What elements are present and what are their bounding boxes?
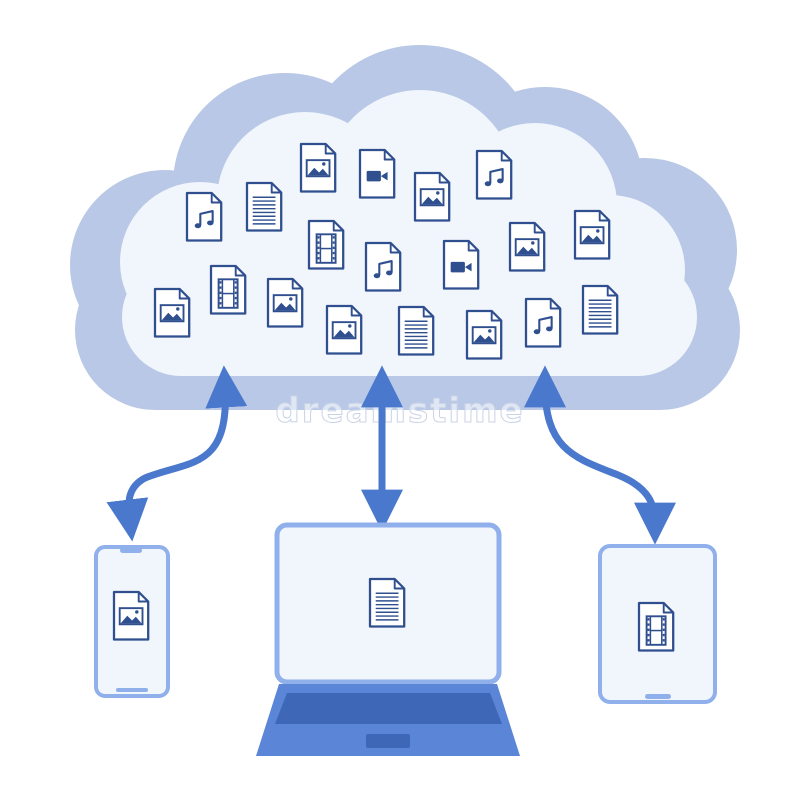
image-icon — [118, 607, 144, 626]
cloud-file-8 — [364, 241, 402, 292]
cloud-file-11 — [573, 209, 611, 260]
cloud-file-19 — [581, 284, 619, 335]
cloud-file-15 — [325, 304, 363, 355]
cloud-file-18 — [524, 297, 562, 348]
arrow-cloud-to-tablet — [524, 365, 676, 545]
image-icon — [514, 238, 540, 257]
video-icon — [450, 261, 472, 273]
document-icon — [375, 592, 399, 621]
laptop-screen-file — [368, 577, 406, 628]
cloud-file-16 — [397, 305, 435, 356]
cloud-file-9 — [442, 239, 480, 290]
watermark-text: dreamstime — [275, 391, 524, 431]
cloud-file-7 — [307, 219, 345, 270]
cloud-file-6 — [475, 149, 513, 200]
laptop-device — [256, 522, 520, 756]
cloud-file-3 — [299, 142, 337, 193]
music-icon — [484, 168, 504, 187]
cloud-file-1 — [185, 191, 223, 242]
film-icon — [645, 615, 667, 646]
cloud-files — [153, 142, 619, 360]
film-icon — [217, 278, 239, 309]
cloud-file-10 — [508, 221, 546, 272]
document-icon — [252, 196, 276, 225]
music-icon — [533, 316, 553, 335]
film-icon — [315, 233, 337, 264]
cloud-file-14 — [266, 277, 304, 328]
cloud-file-4 — [358, 148, 396, 199]
image-icon — [579, 226, 605, 245]
cloud-file-17 — [465, 309, 503, 360]
document-icon — [588, 299, 612, 328]
image-icon — [305, 159, 331, 178]
image-icon — [331, 321, 357, 340]
tablet-screen-file — [637, 601, 675, 652]
device-files — [112, 577, 675, 652]
phone-screen-file — [112, 590, 150, 641]
cloud-file-2 — [245, 181, 283, 232]
arrow-cloud-to-phone — [106, 365, 248, 542]
cloud-file-13 — [209, 264, 247, 315]
image-icon — [419, 188, 445, 207]
image-icon — [471, 326, 497, 345]
video-icon — [366, 170, 388, 182]
music-icon — [373, 260, 393, 279]
cloud-file-12 — [153, 287, 191, 338]
document-icon — [404, 320, 428, 349]
sync-arrows — [106, 365, 676, 545]
image-icon — [272, 294, 298, 313]
cloud-file-5 — [413, 171, 451, 222]
music-icon — [194, 210, 214, 229]
